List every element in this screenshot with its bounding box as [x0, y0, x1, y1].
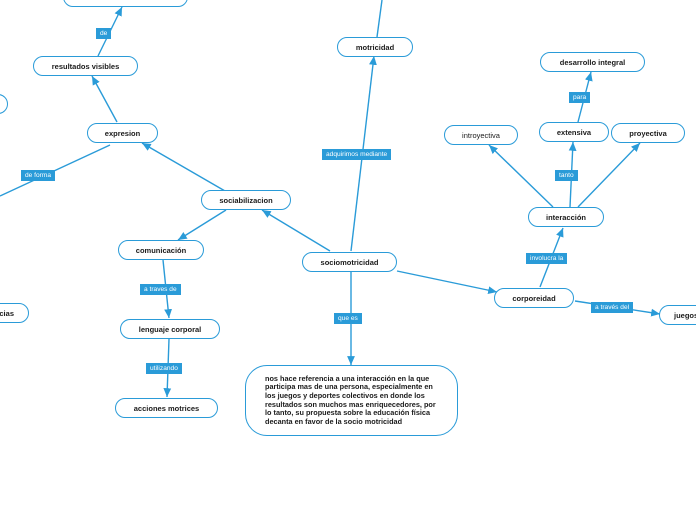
link-label-que-es: que es [334, 313, 362, 324]
connector-sociabilizacion-comunicacion [177, 209, 227, 241]
link-label-utilizando: utilizando [146, 363, 182, 374]
connector-interaccion-introyectiva [488, 144, 554, 208]
node-comunicacion[interactable]: comunicación [118, 240, 204, 260]
node-expresion[interactable]: expresion [87, 123, 158, 143]
node-sociabilizacion[interactable]: sociabilizacion [201, 190, 291, 210]
node-cias[interactable]: cias [0, 303, 29, 323]
node-resultados-visibles[interactable]: resultados visibles [33, 56, 138, 76]
link-label-adquirimos-mediante: adquirimos mediante [322, 149, 392, 160]
link-label-a-traves-del: a través del [591, 302, 634, 313]
link-label-tanto: tanto [555, 170, 578, 181]
node-juegos[interactable]: juegos [659, 305, 696, 325]
connector-interaccion-proyectiva [577, 142, 641, 208]
node-lenguaje-corporal[interactable]: lenguaje corporal [120, 319, 220, 339]
node-introyectiva[interactable]: introyectiva [444, 125, 518, 145]
link-label-de-forma: de forma [21, 170, 56, 181]
link-label-para: para [569, 92, 591, 103]
node-top-left[interactable] [63, 0, 188, 7]
node-desarrollo-integral[interactable]: desarrollo integral [540, 52, 645, 72]
connector-expresion-resultados [91, 75, 118, 123]
node-corporeidad[interactable]: corporeidad [494, 288, 574, 308]
node-acciones-motrices[interactable]: acciones motrices [115, 398, 218, 418]
node-motricidad[interactable]: motricidad [337, 37, 413, 57]
connector-motricidad-top [376, 0, 383, 38]
node-sociomotricidad[interactable]: sociomotricidad [302, 252, 397, 272]
connector-sociomotricidad-sociabilizacion [261, 209, 331, 252]
node-proyectiva[interactable]: proyectiva [611, 123, 685, 143]
link-label-a-traves-de: a traves de [140, 284, 181, 295]
node-interaccion[interactable]: interacción [528, 207, 604, 227]
link-label-involucra-la: involucra la [526, 253, 568, 264]
node-extensiva[interactable]: extensiva [539, 122, 609, 142]
connector-sociomotricidad-corporeidad [396, 270, 498, 295]
link-label-de: de [96, 28, 112, 39]
node-definicion[interactable]: nos hace referencia a una interacción en… [245, 365, 458, 436]
connector-sociabilizacion-expresion [141, 142, 226, 192]
